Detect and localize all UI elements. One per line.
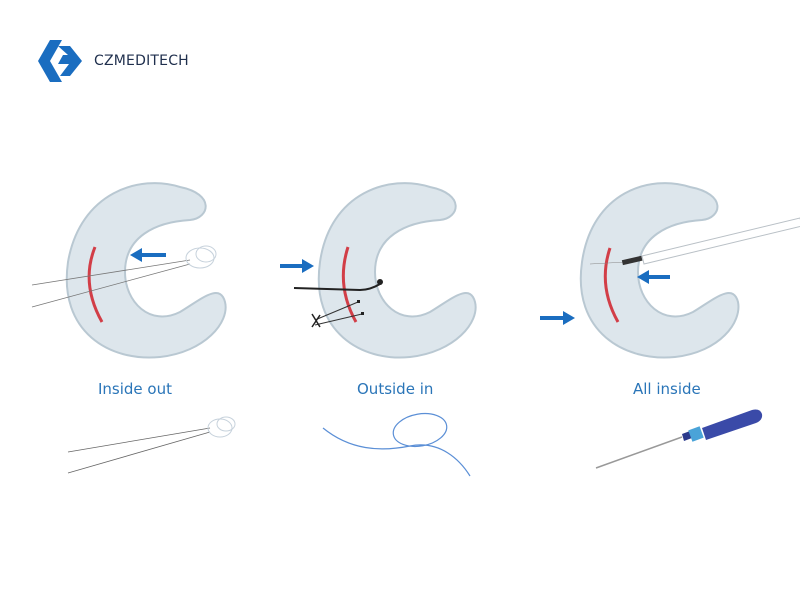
outside-in-label: Outside in xyxy=(357,380,434,398)
arrow-left-icon xyxy=(130,248,166,262)
inside-out-label: Inside out xyxy=(98,380,172,398)
all-inside-illustration xyxy=(540,182,800,359)
all-inside-device-illustration xyxy=(595,409,763,469)
outside-in-suture-illustration xyxy=(322,412,471,477)
inside-out-suture-illustration xyxy=(67,416,236,474)
outside-in-illustration xyxy=(280,182,477,359)
brand-name: CZMEDITECH xyxy=(94,53,189,69)
suture-device-shaft xyxy=(621,217,800,266)
all-inside-label: All inside xyxy=(633,380,701,398)
brand-logo: CZMEDITECH xyxy=(36,38,189,84)
czmeditech-logo-icon xyxy=(38,40,82,82)
arrow-right-icon xyxy=(540,311,575,325)
arrow-right-icon xyxy=(280,259,314,273)
arrow-left-icon xyxy=(637,270,670,284)
inside-out-illustration xyxy=(31,182,227,359)
